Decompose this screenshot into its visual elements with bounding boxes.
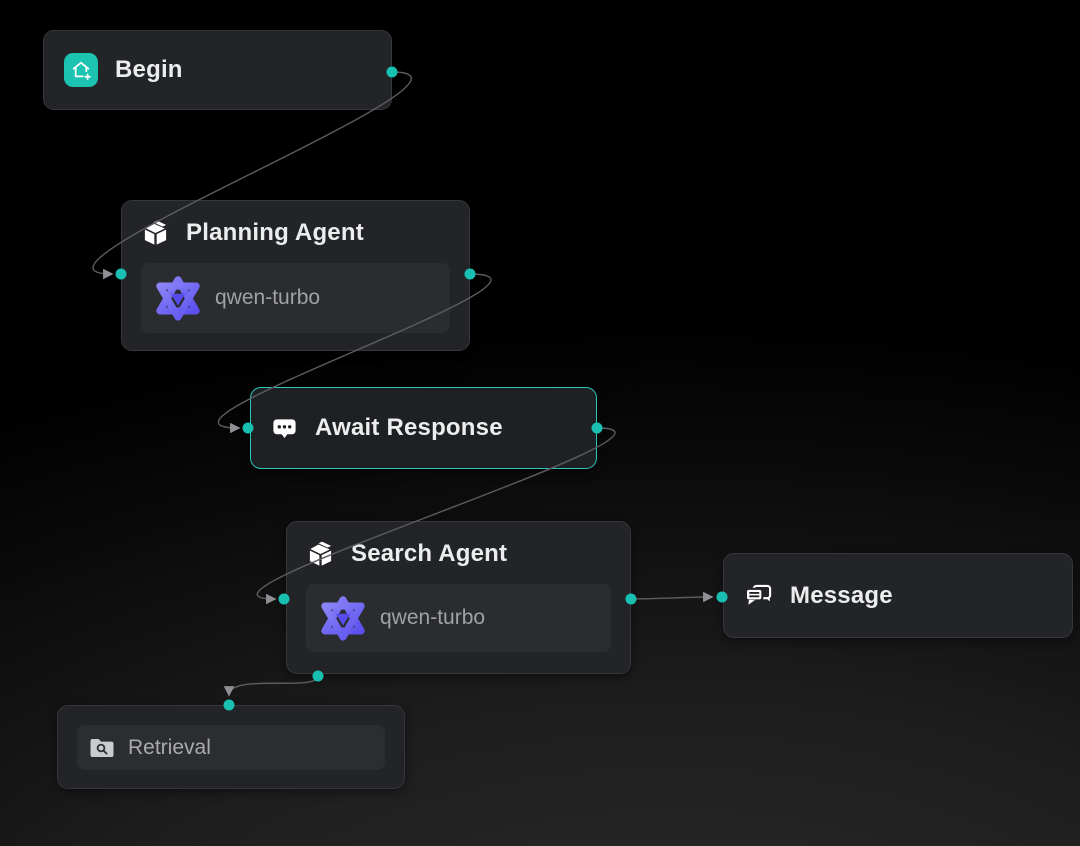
model-selector[interactable]: qwen-turbo bbox=[306, 584, 611, 652]
node-await-response[interactable]: Await Response bbox=[250, 387, 597, 469]
node-begin[interactable]: Begin bbox=[43, 30, 392, 110]
node-title: Await Response bbox=[315, 414, 503, 441]
model-name: qwen-turbo bbox=[215, 286, 321, 309]
handle-search-bottom-source[interactable] bbox=[312, 670, 324, 682]
handle-retrieval-target[interactable] bbox=[223, 699, 235, 711]
cube-icon bbox=[142, 220, 169, 247]
qwen-logo-icon bbox=[321, 594, 365, 642]
edge-search-to-message bbox=[630, 591, 714, 603]
model-selector[interactable]: qwen-turbo bbox=[141, 263, 450, 333]
handle-await-source[interactable] bbox=[591, 422, 603, 434]
home-plus-icon bbox=[64, 53, 98, 87]
chat-dots-icon bbox=[271, 415, 298, 442]
handle-message-target[interactable] bbox=[716, 591, 728, 603]
node-title: Retrieval bbox=[128, 735, 211, 759]
edge-search-to-retrieval bbox=[223, 675, 319, 697]
folder-search-icon bbox=[89, 737, 115, 759]
message-bubbles-icon bbox=[744, 583, 773, 609]
node-title: Message bbox=[790, 581, 893, 609]
handle-planning-target[interactable] bbox=[115, 268, 127, 280]
model-name: qwen-turbo bbox=[380, 606, 486, 629]
node-title: Planning Agent bbox=[186, 219, 364, 246]
handle-planning-source[interactable] bbox=[464, 268, 476, 280]
handle-await-target[interactable] bbox=[242, 422, 254, 434]
handle-begin-source[interactable] bbox=[386, 66, 398, 78]
qwen-logo-icon bbox=[156, 274, 200, 322]
retrieval-chip[interactable]: Retrieval bbox=[77, 725, 385, 770]
node-search-agent[interactable]: Search Agent qwen-turbo bbox=[286, 521, 631, 674]
node-planning-agent[interactable]: Planning Agent qwen-turbo bbox=[121, 200, 470, 351]
handle-search-source[interactable] bbox=[625, 593, 637, 605]
node-title: Begin bbox=[115, 56, 183, 83]
node-title: Search Agent bbox=[351, 540, 508, 567]
node-retrieval[interactable]: Retrieval bbox=[57, 705, 405, 789]
handle-search-target[interactable] bbox=[278, 593, 290, 605]
node-message[interactable]: Message bbox=[723, 553, 1073, 638]
cube-icon bbox=[307, 541, 334, 568]
